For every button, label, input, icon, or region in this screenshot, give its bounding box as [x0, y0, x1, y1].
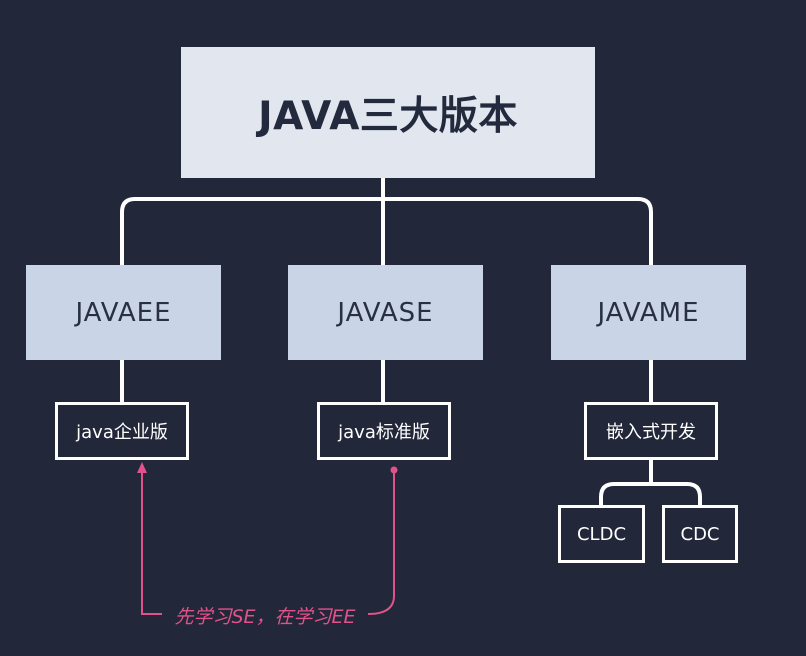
connector-me-split [599, 459, 702, 505]
leaf-cldc: CLDC [558, 505, 645, 563]
root-node: JAVA三大版本 [181, 47, 595, 178]
leaf-java-enterprise: java企业版 [55, 402, 189, 460]
leaf-cdc: CDC [662, 505, 738, 563]
leaf-java-standard: java标准版 [317, 402, 451, 460]
connector-top-bus [120, 197, 653, 265]
annotation-dot-icon [390, 466, 398, 474]
node-javaee: JAVAEE [26, 265, 221, 360]
node-javame: JAVAME [551, 265, 746, 360]
node-javase: JAVASE [288, 265, 483, 360]
leaf-embedded-dev: 嵌入式开发 [584, 402, 718, 460]
annotation-arrow-icon [137, 462, 147, 473]
learning-order-note: 先学习SE，在学习EE [162, 601, 368, 629]
annotation-path [141, 470, 395, 615]
